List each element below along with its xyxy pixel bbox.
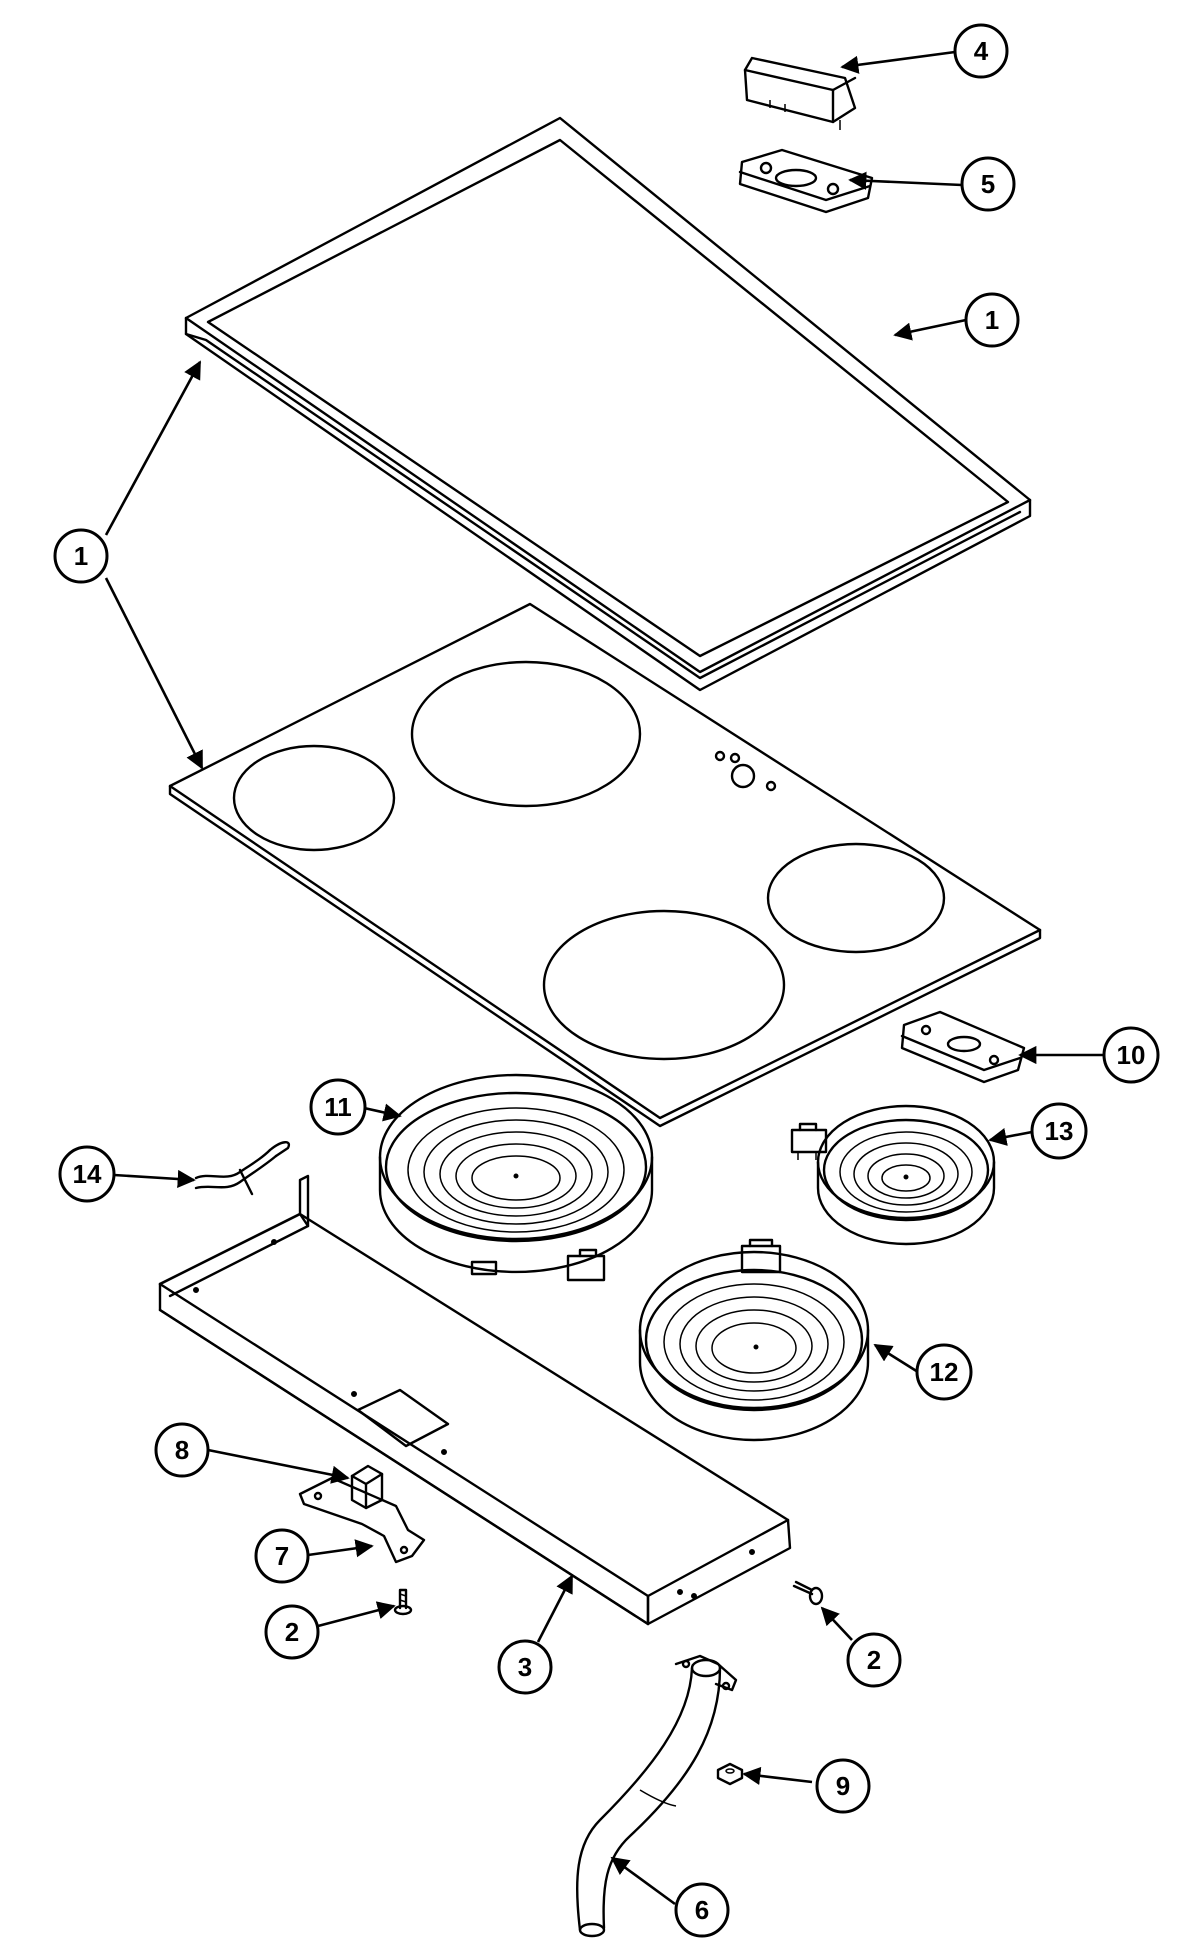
part-1-trim-frame <box>184 116 1032 692</box>
callout-1-frame: 1 <box>964 292 1020 348</box>
part-12-medium-radiant-element <box>638 1238 870 1442</box>
part-2-screw-left <box>393 1588 413 1616</box>
callout-4: 4 <box>953 23 1009 79</box>
callout-label-14: 14 <box>73 1159 102 1189</box>
part-14-wire-clip <box>194 1141 291 1196</box>
callout-12: 12 <box>915 1343 973 1401</box>
callout-13: 13 <box>1030 1102 1088 1160</box>
part-7-switch-bracket <box>298 1476 426 1564</box>
callout-1-glass: 1 <box>53 528 109 584</box>
callout-3: 3 <box>497 1639 553 1695</box>
callout-2-right: 2 <box>846 1632 902 1688</box>
callout-10: 10 <box>1102 1026 1160 1084</box>
part-3-control-panel-tray <box>158 1174 792 1626</box>
callout-label-9: 9 <box>836 1771 850 1801</box>
callout-label-11: 11 <box>324 1092 352 1122</box>
callout-label-8: 8 <box>175 1435 189 1465</box>
callout-8: 8 <box>154 1422 210 1478</box>
part-1-glass-cooktop <box>168 602 1042 1128</box>
part-5-mounting-plate <box>738 148 874 214</box>
part-2-screw-right <box>792 1580 824 1606</box>
part-8-switch <box>350 1464 384 1510</box>
callout-7: 7 <box>254 1528 310 1584</box>
callout-label-13: 13 <box>1045 1116 1074 1146</box>
callout-label-5: 5 <box>981 169 995 199</box>
callout-label-10: 10 <box>1117 1040 1146 1070</box>
callout-5: 5 <box>960 156 1016 212</box>
callout-9: 9 <box>815 1758 871 1814</box>
callout-label-2-left: 2 <box>285 1617 299 1647</box>
part-11-large-radiant-element <box>378 1073 654 1282</box>
callout-label-1-frame: 1 <box>985 305 999 335</box>
callout-label-2-right: 2 <box>867 1645 881 1675</box>
callout-label-1-glass: 1 <box>74 541 88 571</box>
leader-lines <box>104 50 1104 1906</box>
part-13-small-radiant-element <box>790 1104 996 1246</box>
callout-label-7: 7 <box>275 1541 289 1571</box>
part-6-conduit <box>575 1654 738 1938</box>
callout-14: 14 <box>58 1145 116 1203</box>
part-9-nut <box>716 1762 744 1786</box>
callout-label-3: 3 <box>518 1652 532 1682</box>
part-10-bracket <box>900 1010 1026 1084</box>
callout-6: 6 <box>674 1882 730 1938</box>
callout-label-12: 12 <box>930 1357 959 1387</box>
callout-2-left: 2 <box>264 1604 320 1660</box>
callout-11: 11 <box>309 1078 367 1136</box>
callout-label-6: 6 <box>695 1895 709 1925</box>
part-4-switch-cover <box>743 56 857 130</box>
callout-label-4: 4 <box>974 36 989 66</box>
